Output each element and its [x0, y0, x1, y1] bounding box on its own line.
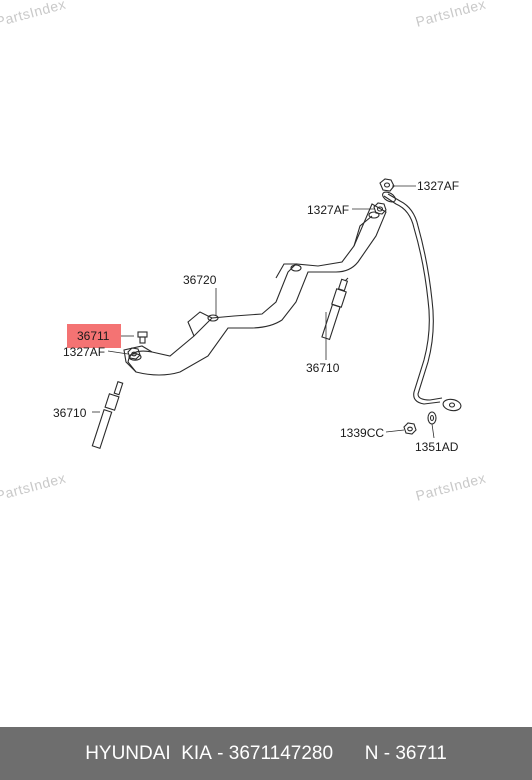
glow-plug-bracket [123, 203, 387, 376]
footer-sep: - [211, 742, 229, 764]
diagram-svg [91, 178, 462, 449]
callout-36710-left: 36710 [53, 406, 87, 420]
glow-plug-right [321, 277, 349, 341]
callout-1351ad: 1351AD [415, 440, 459, 454]
bolt-36711 [137, 331, 148, 344]
footer-ref-prefix: N [364, 742, 379, 764]
nut-1327af-top [379, 178, 395, 192]
footer-gap [333, 743, 365, 765]
callout-36710-right: 36710 [306, 361, 340, 375]
glow-plug-wire [382, 191, 462, 412]
footer-sep2: - [378, 742, 396, 764]
nut-1339cc [403, 422, 417, 435]
footer-brand: HYUNDAI KIA [85, 742, 212, 764]
nut-1327af-bracket [127, 347, 141, 360]
callout-1327af-mid: 1327AF [307, 203, 350, 217]
nut-1327af-mid [373, 202, 387, 215]
glow-plug-left [91, 380, 124, 449]
callout-1327af-bracket: 1327AF [63, 345, 106, 359]
highlight-box [67, 324, 121, 348]
footer-bar: HYUNDAI KIA - 3671147280 N - 36711 [0, 727, 532, 780]
footer-part-number: 3671147280 [228, 742, 334, 764]
callout-36711: 36711 [77, 329, 110, 343]
callout-1327af-top: 1327AF [417, 179, 460, 193]
terminal-1351ad [427, 411, 437, 425]
callout-1339cc: 1339CC [340, 426, 385, 440]
footer-ref: 36711 [395, 742, 447, 764]
leader-lines [92, 185, 435, 439]
parts-diagram: PartsIndex PartsIndex PartsIndex PartsIn… [0, 0, 488, 504]
callout-36720: 36720 [183, 273, 217, 287]
